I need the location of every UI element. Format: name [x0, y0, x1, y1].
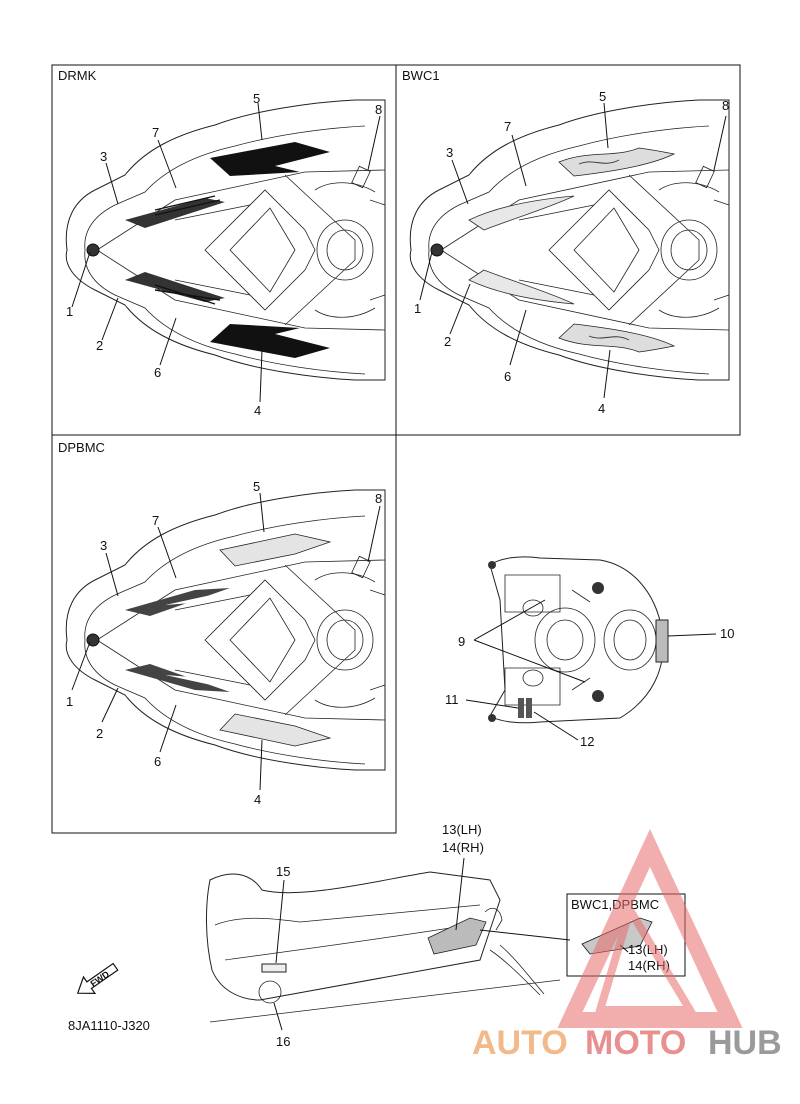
svg-text:2: 2 — [96, 726, 103, 741]
watermark-logo — [557, 829, 743, 1028]
svg-text:15: 15 — [276, 864, 290, 879]
svg-text:7: 7 — [504, 119, 511, 134]
svg-text:4: 4 — [254, 792, 261, 807]
svg-text:4: 4 — [254, 403, 261, 418]
svg-text:5: 5 — [599, 89, 606, 104]
svg-text:11: 11 — [445, 692, 459, 707]
watermark-hub: HUB — [708, 1024, 782, 1062]
svg-text:6: 6 — [504, 369, 511, 384]
svg-text:13(LH): 13(LH) — [442, 822, 482, 837]
panel-bwc1-frame — [395, 64, 741, 436]
svg-text:6: 6 — [154, 754, 161, 769]
svg-text:3: 3 — [100, 538, 107, 553]
watermark-auto: AUTO — [472, 1024, 568, 1062]
svg-text:2: 2 — [96, 338, 103, 353]
svg-text:8: 8 — [375, 102, 382, 117]
bwc1-callouts: 5 8 7 3 1 2 6 4 — [414, 89, 729, 416]
fwd-arrow-icon: FWD — [76, 962, 119, 994]
drmk-hull-drawing — [65, 99, 386, 381]
svg-text:3: 3 — [446, 145, 453, 160]
bwc1-hull-drawing — [409, 99, 730, 381]
svg-text:1: 1 — [66, 304, 73, 319]
svg-text:6: 6 — [154, 365, 161, 380]
svg-text:5: 5 — [253, 479, 260, 494]
svg-text:1: 1 — [66, 694, 73, 709]
svg-text:12: 12 — [580, 734, 594, 749]
watermark-moto: MOTO — [585, 1024, 686, 1062]
side-view-callouts: 13(LH) 14(RH) 15 16 — [273, 822, 571, 1049]
svg-text:8: 8 — [722, 98, 729, 113]
panel-dpbmc-frame — [51, 434, 397, 834]
drmk-callouts: 5 8 7 3 1 2 6 4 — [66, 91, 382, 418]
dpbmc-hull-drawing — [65, 489, 386, 771]
svg-text:9: 9 — [458, 634, 465, 649]
panel-dpbmc-title: DPBMC — [58, 440, 105, 455]
svg-text:3: 3 — [100, 149, 107, 164]
rear-deck-drawing — [488, 556, 669, 724]
svg-text:14(RH): 14(RH) — [442, 840, 484, 855]
svg-text:10: 10 — [720, 626, 734, 641]
svg-text:16: 16 — [276, 1034, 290, 1049]
svg-text:7: 7 — [152, 125, 159, 140]
dpbmc-callouts: 5 8 7 3 1 2 6 4 — [66, 479, 382, 807]
rear-deck-callouts: 9 10 11 12 — [445, 599, 734, 749]
panel-drmk-title: DRMK — [58, 68, 97, 83]
svg-text:7: 7 — [152, 513, 159, 528]
part-code: 8JA1110-J320 — [68, 1018, 150, 1033]
side-view-drawing — [206, 871, 561, 1023]
svg-text:1: 1 — [414, 301, 421, 316]
panel-bwc1-title: BWC1 — [402, 68, 440, 83]
svg-text:4: 4 — [598, 401, 605, 416]
svg-text:2: 2 — [444, 334, 451, 349]
svg-text:5: 5 — [253, 91, 260, 106]
svg-text:8: 8 — [375, 491, 382, 506]
